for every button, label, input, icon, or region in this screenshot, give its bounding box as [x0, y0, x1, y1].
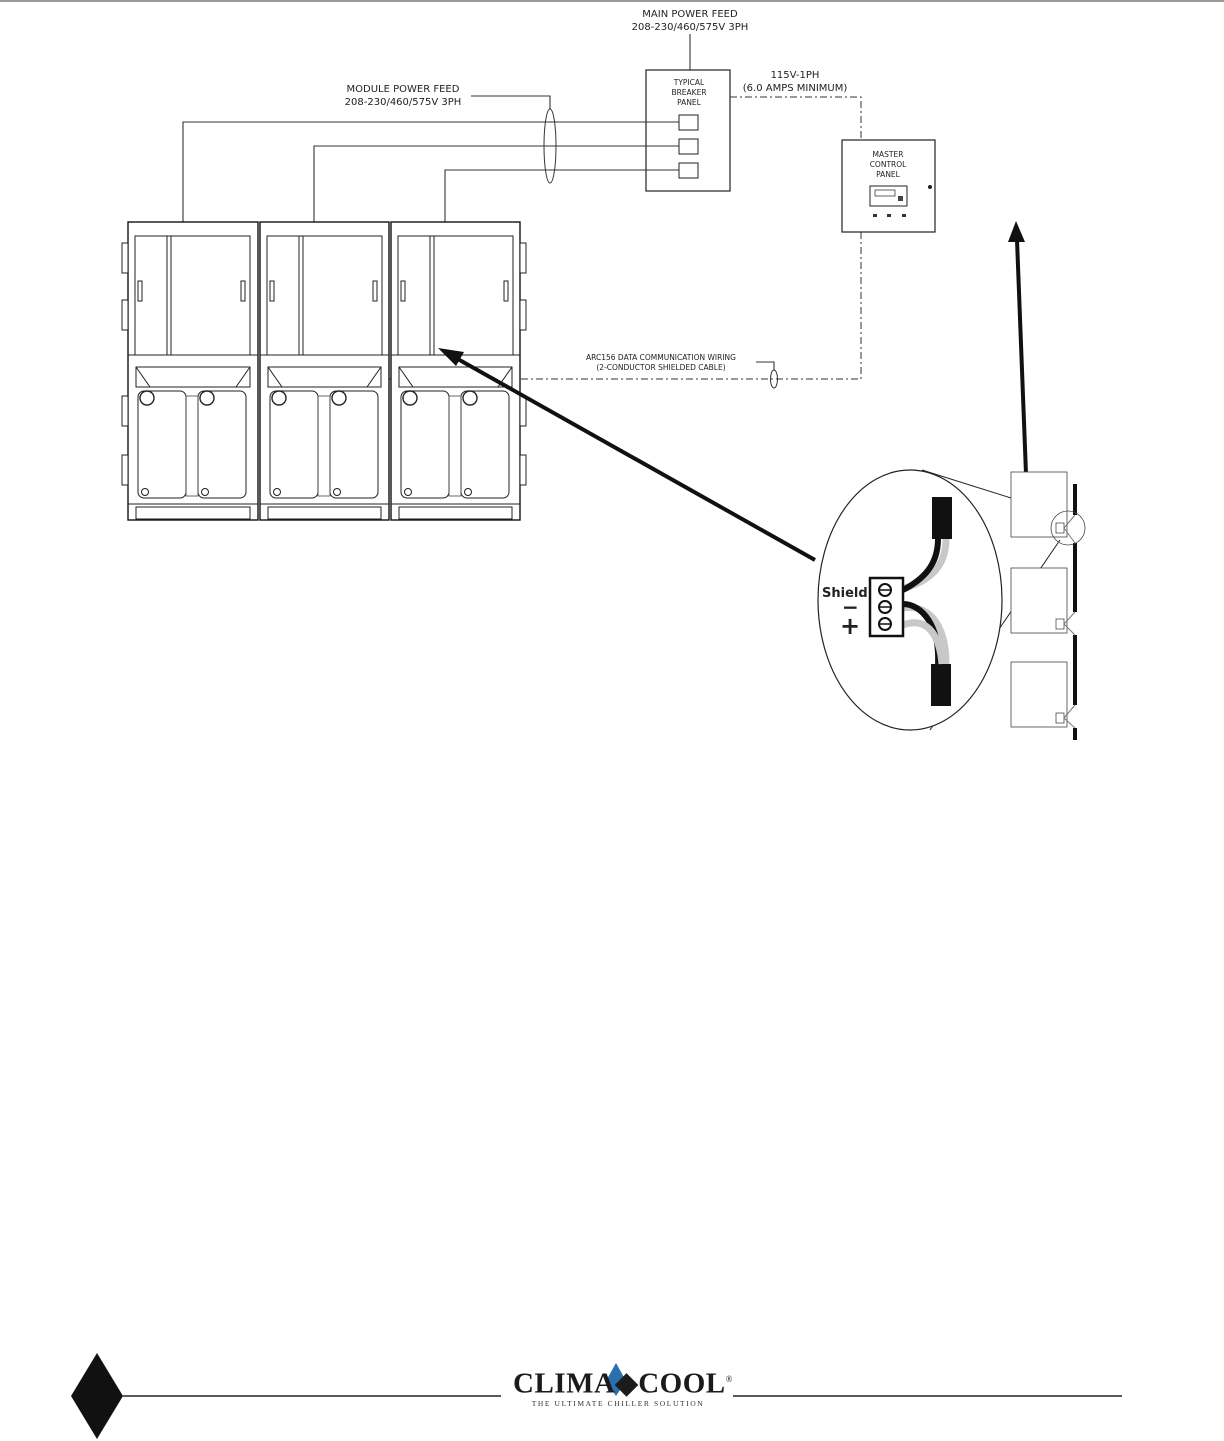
breaker-label-3: PANEL	[677, 98, 702, 107]
breaker-panel: TYPICAL BREAKER PANEL	[645, 69, 731, 192]
breaker-1	[678, 114, 699, 131]
arrow-to-master-panel	[1008, 221, 1029, 501]
logo-registered-mark: ®	[725, 1374, 733, 1384]
comm-label-2: (2-CONDUCTOR SHIELDED CABLE)	[596, 363, 725, 372]
supply-label-1: 115V-1PH	[771, 70, 820, 81]
comm-label-1: ARC156 DATA COMMUNICATION WIRING	[586, 353, 736, 362]
breaker-2	[678, 138, 699, 155]
breaker-label-2: BREAKER	[671, 88, 706, 97]
master-label-2: CONTROL	[870, 160, 907, 169]
supply-wire	[730, 96, 862, 140]
logo-tagline: THE ULTIMATE CHILLER SOLUTION	[531, 1399, 705, 1408]
terminal-plus-label: +	[840, 612, 860, 640]
breaker-label-1: TYPICAL	[673, 78, 705, 87]
terminal-shield-label: Shield	[822, 586, 868, 601]
feed-wire-1	[182, 121, 679, 222]
supply-label-2: (6.0 AMPS MINIMUM)	[743, 83, 848, 94]
master-label-1: MASTER	[873, 150, 904, 159]
main-power-label-2: 208-230/460/575V 3PH	[632, 22, 749, 33]
module-power-label-2: 208-230/460/575V 3PH	[345, 97, 462, 108]
comm-leader	[756, 361, 775, 370]
page-diamond-icon	[71, 1353, 123, 1439]
feed-wire-3	[444, 169, 679, 222]
main-power-label-1: MAIN POWER FEED	[642, 9, 738, 20]
breaker-3	[678, 162, 699, 179]
module-power-label-1: MODULE POWER FEED	[347, 84, 460, 95]
module-feed-leader	[471, 95, 551, 109]
chiller-module-2	[259, 221, 390, 521]
logo-wordmark-text: CLIMA◆COOL	[513, 1367, 726, 1400]
arrow-to-module	[438, 348, 816, 562]
detail-callout-circle	[1050, 510, 1086, 546]
master-control-panel: MASTER CONTROL PANEL	[841, 139, 936, 233]
chiller-module-1	[121, 221, 259, 521]
cable-end-top	[932, 497, 952, 539]
footer-graphics	[71, 1353, 1122, 1439]
cable-end-bottom	[931, 664, 951, 706]
logo-wordmark: CLIMA◆COOL®	[513, 1362, 732, 1401]
daisy-chain-schematic	[1010, 471, 1086, 740]
chiller-module-3	[390, 221, 527, 521]
terminal-detail: Shield − +	[817, 469, 1066, 731]
logo-drop-icon	[606, 1363, 626, 1396]
feed-wire-2	[313, 145, 679, 222]
master-label-3: PANEL	[876, 170, 901, 179]
terminal-minus-label: −	[842, 595, 859, 619]
